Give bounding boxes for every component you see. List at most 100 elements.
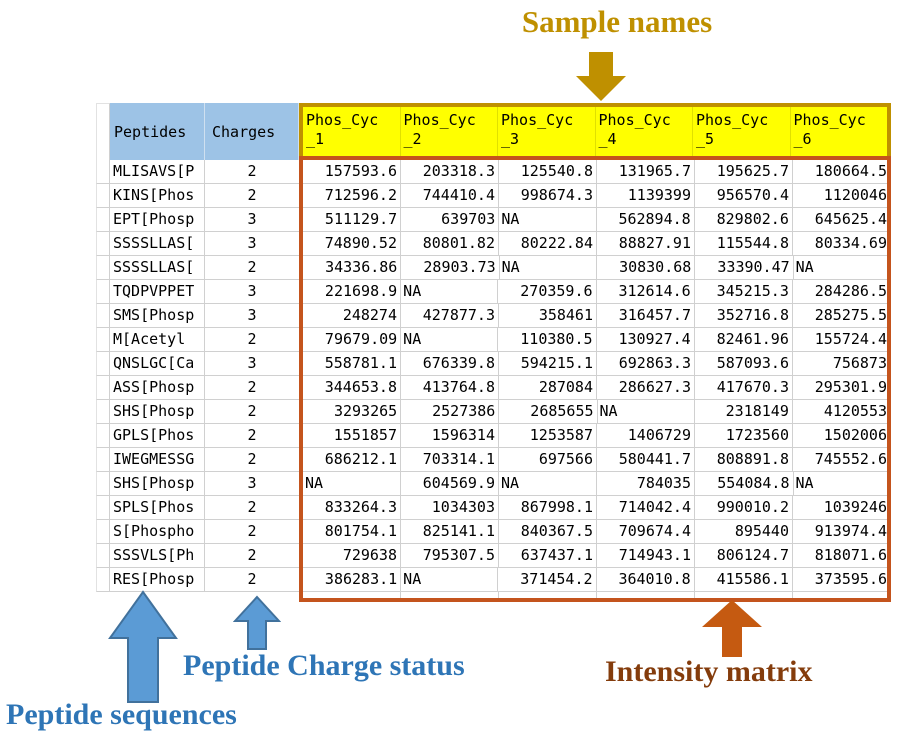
- intensity-cell[interactable]: 33390.47: [695, 256, 794, 280]
- intensity-cell[interactable]: 676339.8: [401, 352, 499, 376]
- intensity-cell[interactable]: 130927.4: [596, 328, 695, 352]
- intensity-cell[interactable]: 697566: [499, 448, 597, 472]
- intensity-cell[interactable]: 80334.69: [793, 232, 891, 256]
- intensity-cell[interactable]: 352716.8: [695, 304, 793, 328]
- peptide-cell[interactable]: EPT[Phosp: [110, 208, 205, 232]
- intensity-cell[interactable]: 284286.5: [792, 280, 892, 304]
- intensity-cell[interactable]: 74890.52: [303, 232, 401, 256]
- intensity-cell[interactable]: 998674.3: [499, 184, 597, 208]
- intensity-cell[interactable]: 157593.6: [303, 160, 401, 184]
- intensity-cell[interactable]: 364010.8: [596, 568, 695, 592]
- intensity-cell[interactable]: 580441.7: [597, 448, 695, 472]
- intensity-cell[interactable]: NA: [793, 256, 891, 280]
- intensity-cell[interactable]: 3293265: [303, 400, 402, 424]
- charge-cell[interactable]: 3: [205, 280, 299, 304]
- intensity-cell[interactable]: 371454.2: [498, 568, 597, 592]
- intensity-cell[interactable]: 990010.2: [695, 496, 793, 520]
- charge-cell[interactable]: 3: [205, 232, 299, 256]
- intensity-cell[interactable]: 155724.4: [792, 328, 892, 352]
- intensity-cell[interactable]: 125540.8: [499, 160, 597, 184]
- intensity-cell[interactable]: 714943.1: [597, 544, 695, 568]
- intensity-cell[interactable]: 1551857: [303, 424, 401, 448]
- peptide-cell[interactable]: SSSSLLAS[: [110, 232, 205, 256]
- intensity-cell[interactable]: 286627.3: [597, 376, 695, 400]
- peptides-column-header[interactable]: Peptides: [110, 103, 205, 160]
- charge-cell[interactable]: 2: [205, 424, 299, 448]
- charge-cell[interactable]: 2: [205, 568, 299, 592]
- peptide-cell[interactable]: QNSLGC[Ca: [110, 352, 205, 376]
- intensity-cell[interactable]: 386283.1: [303, 568, 402, 592]
- intensity-cell[interactable]: 686212.1: [303, 448, 401, 472]
- intensity-cell[interactable]: 1723560: [695, 424, 793, 448]
- charge-cell[interactable]: 2: [205, 184, 299, 208]
- intensity-cell[interactable]: 1034303: [401, 496, 499, 520]
- intensity-cell[interactable]: 1596314: [401, 424, 499, 448]
- charge-cell[interactable]: 2: [205, 520, 299, 544]
- intensity-cell[interactable]: 692863.3: [597, 352, 695, 376]
- intensity-cell[interactable]: 604569.9: [400, 472, 499, 496]
- intensity-cell[interactable]: 818071.6: [793, 544, 891, 568]
- intensity-cell[interactable]: 637437.1: [499, 544, 597, 568]
- intensity-cell[interactable]: 558781.1: [303, 352, 401, 376]
- intensity-cell[interactable]: 358461: [499, 304, 597, 328]
- intensity-cell[interactable]: 795307.5: [401, 544, 499, 568]
- intensity-cell[interactable]: 4120553: [792, 400, 892, 424]
- sample-header-cell-1[interactable]: Phos_Cyc_1: [303, 107, 401, 156]
- intensity-cell[interactable]: 744410.4: [401, 184, 499, 208]
- peptide-cell[interactable]: SMS[Phosp: [110, 304, 205, 328]
- intensity-cell[interactable]: 415586.1: [694, 568, 793, 592]
- intensity-cell[interactable]: 867998.1: [499, 496, 597, 520]
- peptide-cell[interactable]: MLISAVS[P: [110, 160, 205, 184]
- intensity-cell[interactable]: 562894.8: [596, 208, 695, 232]
- intensity-cell[interactable]: 344653.8: [303, 376, 401, 400]
- intensity-cell[interactable]: 801754.1: [303, 520, 401, 544]
- intensity-cell[interactable]: 79679.09: [303, 328, 402, 352]
- charge-cell[interactable]: 2: [205, 376, 299, 400]
- charge-cell[interactable]: 2: [205, 400, 299, 424]
- charge-cell[interactable]: 3: [205, 304, 299, 328]
- intensity-cell[interactable]: 825141.1: [401, 520, 499, 544]
- intensity-cell[interactable]: 285275.5: [793, 304, 891, 328]
- charge-cell[interactable]: 2: [205, 448, 299, 472]
- intensity-cell[interactable]: 195625.7: [695, 160, 793, 184]
- intensity-cell[interactable]: 709674.4: [597, 520, 695, 544]
- intensity-cell[interactable]: NA: [303, 472, 401, 496]
- intensity-cell[interactable]: 833264.3: [303, 496, 401, 520]
- intensity-cell[interactable]: 131965.7: [597, 160, 695, 184]
- intensity-cell[interactable]: 287084: [499, 376, 597, 400]
- intensity-cell[interactable]: 1039246: [793, 496, 891, 520]
- intensity-cell[interactable]: 712596.2: [303, 184, 401, 208]
- intensity-cell[interactable]: 639703: [401, 208, 500, 232]
- peptide-cell[interactable]: IWEGMESSG: [110, 448, 205, 472]
- intensity-cell[interactable]: NA: [499, 208, 597, 232]
- intensity-cell[interactable]: 714042.4: [597, 496, 695, 520]
- intensity-cell[interactable]: 82461.96: [694, 328, 793, 352]
- peptide-cell[interactable]: GPLS[Phos: [110, 424, 205, 448]
- intensity-cell[interactable]: 587093.6: [695, 352, 793, 376]
- intensity-cell[interactable]: 956570.4: [695, 184, 793, 208]
- intensity-cell[interactable]: NA: [401, 328, 499, 352]
- intensity-cell[interactable]: 554084.8: [695, 472, 794, 496]
- intensity-cell[interactable]: 115544.8: [695, 232, 793, 256]
- intensity-cell[interactable]: 312614.6: [596, 280, 695, 304]
- peptide-cell[interactable]: S[Phospho: [110, 520, 205, 544]
- intensity-cell[interactable]: 248274: [303, 304, 401, 328]
- peptide-cell[interactable]: SSSSLLAS[: [110, 256, 205, 280]
- sample-header-cell-5[interactable]: Phos_Cyc_5: [693, 107, 791, 156]
- intensity-cell[interactable]: 203318.3: [401, 160, 499, 184]
- intensity-cell[interactable]: 1502006: [793, 424, 891, 448]
- peptide-cell[interactable]: SHS[Phosp: [110, 400, 205, 424]
- intensity-cell[interactable]: 180664.5: [793, 160, 891, 184]
- intensity-cell[interactable]: NA: [499, 472, 597, 496]
- charge-cell[interactable]: 3: [205, 352, 299, 376]
- intensity-cell[interactable]: 2685655: [499, 400, 598, 424]
- peptide-cell[interactable]: SSSVLS[Ph: [110, 544, 205, 568]
- intensity-cell[interactable]: NA: [499, 256, 597, 280]
- intensity-cell[interactable]: 784035: [596, 472, 695, 496]
- intensity-cell[interactable]: 88827.91: [597, 232, 695, 256]
- sample-header-cell-2[interactable]: Phos_Cyc_2: [401, 107, 498, 156]
- peptide-cell[interactable]: ASS[Phosp: [110, 376, 205, 400]
- charge-cell[interactable]: 2: [205, 328, 299, 352]
- intensity-cell[interactable]: 1139399: [597, 184, 695, 208]
- intensity-cell[interactable]: 373595.6: [792, 568, 892, 592]
